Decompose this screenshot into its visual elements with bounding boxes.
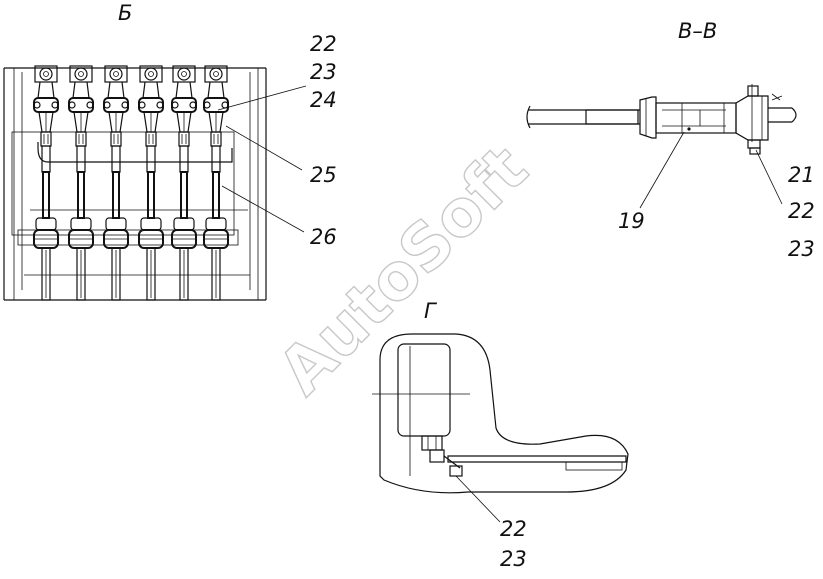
view-vv-callout-22: 22	[788, 199, 815, 223]
rod-end-section	[526, 84, 797, 209]
linkage-stack	[138, 65, 164, 301]
view-b-callout-23: 23	[310, 60, 337, 84]
console-outline	[372, 333, 629, 523]
linkage-stack	[103, 65, 129, 301]
view-g-callout-23: 23	[500, 547, 527, 571]
view-b-callout-25: 25	[310, 163, 337, 187]
view-b-callout-26: 26	[310, 225, 337, 249]
linkage-stack	[203, 65, 229, 301]
watermark: AutoSoft	[265, 132, 542, 409]
linkage-stack-group	[33, 65, 229, 301]
view-vv-callout-23: 23	[788, 237, 815, 261]
view-b: Б 22 23 24 25 26	[3, 1, 337, 301]
view-g-callout-22: 22	[500, 517, 527, 541]
view-vv: В–В	[526, 19, 815, 261]
linkage-stack	[171, 65, 197, 301]
view-b-callout-22: 22	[310, 32, 337, 56]
view-b-callout-24: 24	[310, 88, 337, 112]
linkage-stack	[68, 65, 94, 301]
view-vv-title: В–В	[678, 19, 717, 43]
view-g-title: Г	[424, 299, 438, 323]
view-b-leaders	[217, 85, 307, 233]
view-g: Г 22 23	[372, 299, 629, 571]
linkage-stack	[33, 65, 59, 301]
view-b-title: Б	[118, 1, 132, 25]
view-vv-callout-21: 21	[788, 163, 815, 187]
view-vv-callout-19: 19	[618, 209, 645, 233]
